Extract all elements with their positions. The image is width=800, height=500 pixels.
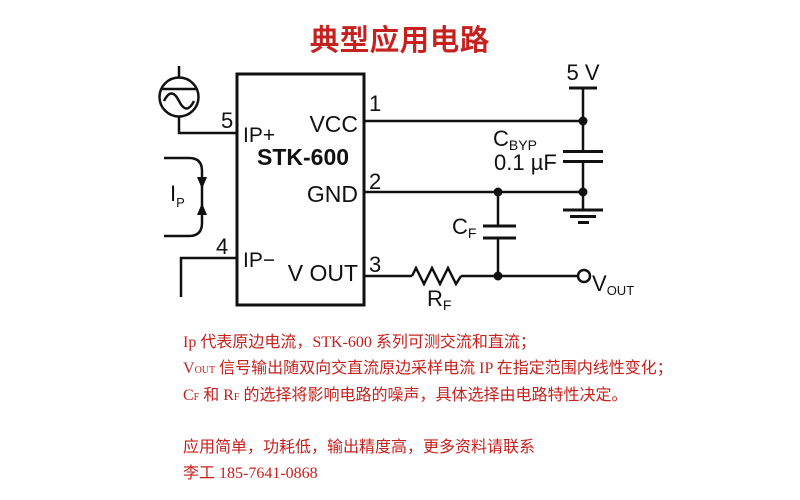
vout-terminal-circle (576, 268, 592, 284)
note-line-2-pre: V (183, 359, 195, 377)
bypass-capacitor: CBYP 0.1 µF (493, 121, 603, 192)
pin-5-number: 5 (221, 108, 233, 133)
ip-plus-pin-label: IP+ (243, 124, 275, 147)
wire-source-to-ip-plus (177, 116, 237, 135)
note-line-2: VOUT 信号输出随双向交直流原边采样电流 IP 在指定范围内线性变化； (183, 356, 673, 384)
filter-capacitor: CF (452, 192, 516, 276)
ground-symbol-icon (563, 192, 603, 224)
ac-source (158, 66, 200, 118)
notes-block-1: Ip 代表原边电流，STK-600 系列可测交流和直流； VOUT 信号输出随双… (183, 330, 673, 411)
note-line-2-rest: 信号输出随双向交直流原边采样电流 IP 在指定范围内线性变化； (215, 359, 673, 377)
arrow-up-icon (197, 203, 207, 215)
ac-source-sine-icon (162, 92, 196, 110)
cbyp-ref-label: CBYP (493, 126, 537, 153)
note-line-3: CF 和 RF 的选择将影响电路的噪声，具体选择由电路特性决定。 (183, 383, 673, 411)
contact-line: 李工 185-7641-0868 (183, 464, 318, 482)
note-line-3-s2: F (233, 392, 240, 404)
vout-pin-label: V OUT (288, 260, 358, 286)
note-line-4: 应用简单，功耗低，输出精度高，更多资料请联系 (183, 439, 536, 456)
vout-terminal: VOUT (576, 268, 634, 298)
page-title: 典型应用电路 (309, 25, 490, 57)
primary-current-indicator: IP (164, 156, 207, 238)
rf-zigzag (410, 265, 463, 287)
pin-1-number: 1 (369, 91, 381, 116)
pin-4-number: 4 (216, 234, 228, 259)
ip-minus-pin-label: IP− (243, 249, 275, 272)
arrow-down-icon (197, 177, 207, 189)
gnd-pin-label: GND (307, 181, 358, 207)
junction-dot-gnd-cf (493, 187, 503, 197)
note-line-3-p1: C (183, 387, 194, 405)
supply-5v-label: 5 V (566, 60, 599, 85)
supply-5v: 5 V (566, 60, 600, 121)
vout-terminal-label: VOUT (592, 271, 634, 298)
notes-block-2: 应用简单，功耗低，输出精度高，更多资料请联系 李工 185-7641-0868 (183, 435, 535, 486)
junction-dot-vout-cf (493, 271, 503, 281)
note-line-2-sub: OUT (194, 364, 216, 376)
filter-resistor: RF (410, 265, 463, 313)
junction-dot-vcc (578, 116, 588, 126)
note-line-1: Ip 代表原边电流，STK-600 系列可测交流和直流； (183, 334, 536, 351)
ic-name-label: STK-600 (257, 144, 349, 170)
pin-2-number: 2 (369, 169, 381, 194)
note-line-3-p2: 和 R (199, 387, 234, 405)
vcc-pin-label: VCC (309, 111, 358, 137)
primary-current-label: IP (170, 181, 185, 210)
junction-dot-gnd-cbyp (578, 187, 588, 197)
rf-ref-label: RF (427, 286, 451, 313)
pin-3-number: 3 (369, 252, 381, 277)
ic-body (235, 72, 366, 307)
note-line-3-s1: F (193, 392, 200, 404)
cf-ref-label: CF (452, 214, 476, 241)
cbyp-value-label: 0.1 µF (494, 150, 557, 175)
wire-ip-minus (179, 256, 237, 297)
note-line-3-p3: 的选择将影响电路的噪声，具体选择由电路特性决定。 (239, 387, 628, 405)
primary-current-loop (164, 156, 204, 238)
